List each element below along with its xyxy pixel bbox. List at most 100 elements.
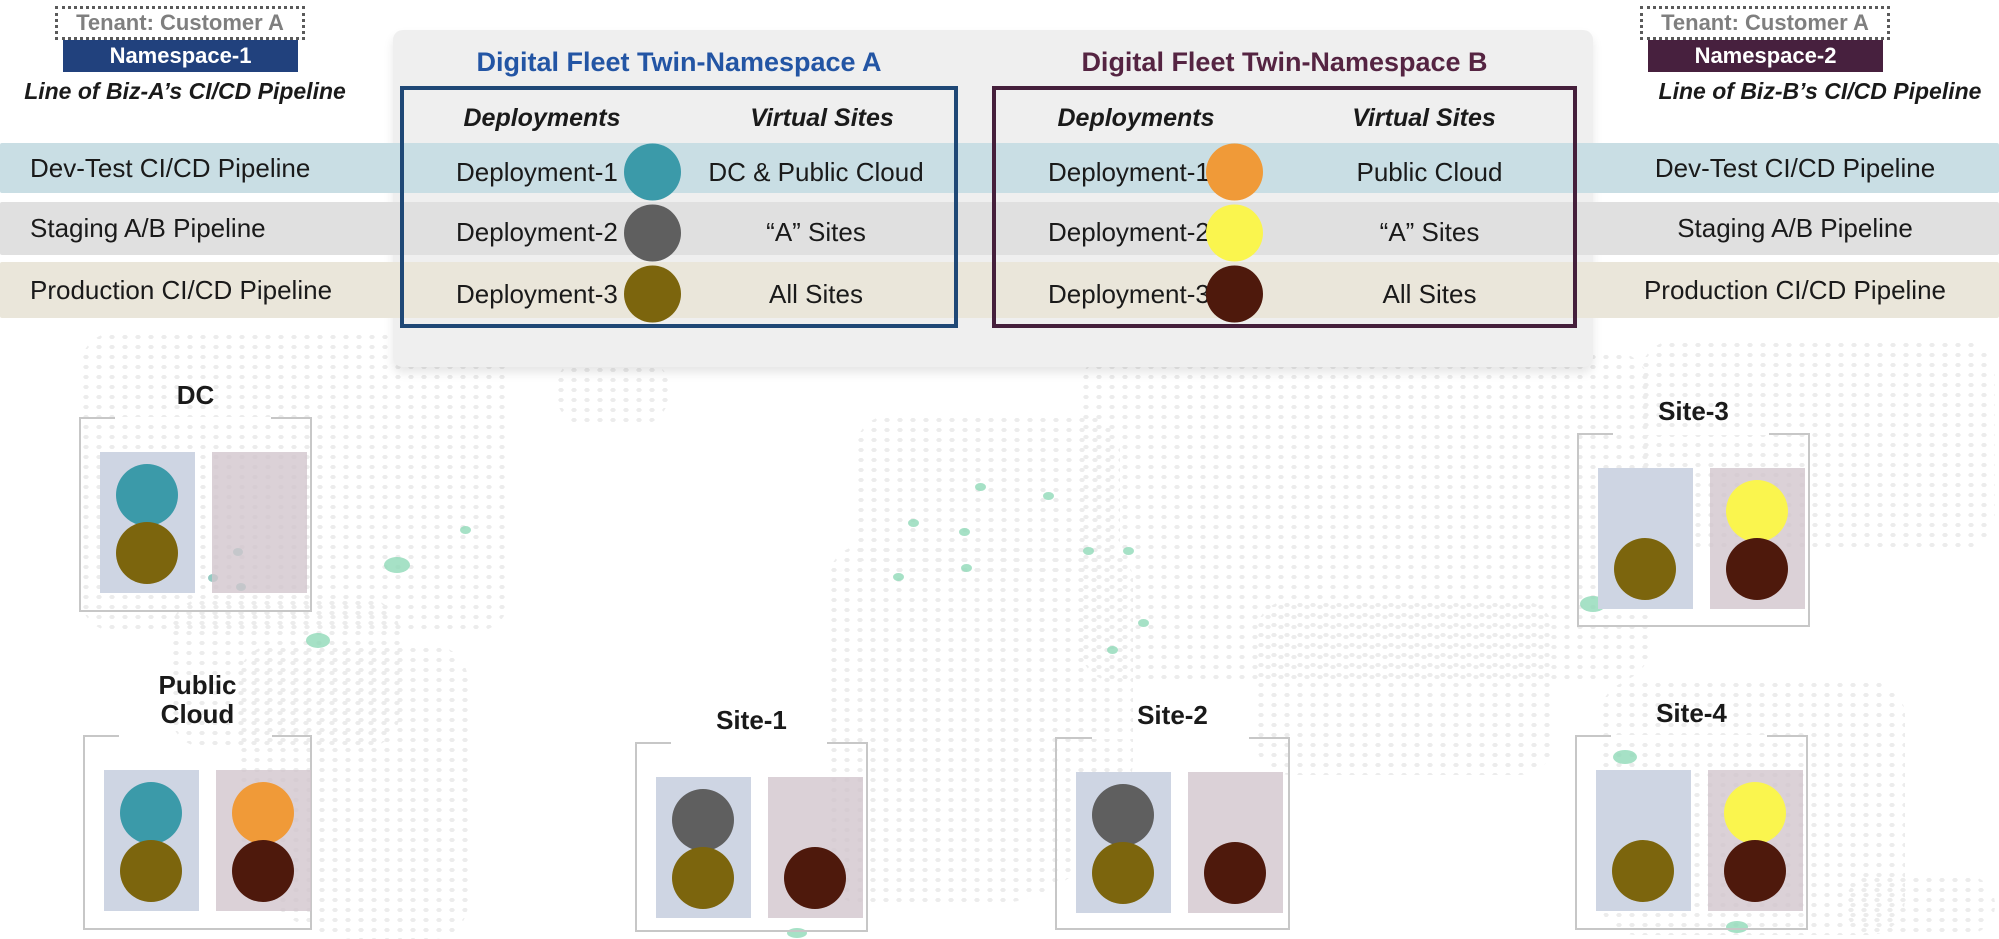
rack-namespace-b bbox=[1708, 770, 1803, 911]
panel-b-title: Digital Fleet Twin-Namespace B bbox=[1081, 47, 1488, 77]
deployment-label: Deployment-3 bbox=[456, 279, 618, 309]
map-patch-islands bbox=[1845, 875, 1995, 935]
namespace-b-box: Deployments Virtual Sites Deployment-1 P… bbox=[992, 86, 1577, 328]
deployment-3-dot bbox=[624, 265, 681, 323]
pipeline-row-dev-test-left: Dev-Test CI/CD Pipeline bbox=[30, 153, 311, 183]
virtual-sites-value: “A” Sites bbox=[766, 217, 866, 247]
virtual-sites-value: Public Cloud bbox=[1356, 157, 1503, 187]
deployment-row: Deployment-1 Public Cloud bbox=[996, 143, 1573, 201]
site-label-site-3: Site-3 bbox=[1658, 396, 1729, 426]
map-accent-dot bbox=[1083, 547, 1094, 555]
rack-namespace-b bbox=[1188, 772, 1283, 913]
map-patch-southeast-asia bbox=[1255, 600, 1555, 775]
map-accent-dot bbox=[1613, 750, 1637, 764]
map-accent-dot bbox=[975, 483, 986, 491]
deployment-row: Deployment-2 “A” Sites bbox=[996, 204, 1573, 261]
namespace-2-label: Namespace-2 bbox=[1694, 43, 1837, 68]
deployment-row: Deployment-1 DC & Public Cloud bbox=[404, 143, 954, 201]
deployment-dot-yellow bbox=[1726, 480, 1788, 542]
deployment-dot-olive bbox=[672, 847, 734, 909]
tenant-box-left: Tenant: Customer A bbox=[55, 6, 305, 40]
rack-namespace-a bbox=[1598, 468, 1693, 609]
rack-namespace-a bbox=[104, 770, 199, 911]
deployment-dot-yellow bbox=[1724, 782, 1786, 844]
panel-a-header: Deployments Virtual Sites bbox=[404, 90, 954, 147]
rack-namespace-a bbox=[1596, 770, 1691, 911]
deployment-dot-maroon bbox=[232, 840, 294, 902]
namespace-2-bar: Namespace-2 bbox=[1648, 40, 1883, 72]
deployment-row: Deployment-2 “A” Sites bbox=[404, 204, 954, 261]
map-accent-dot bbox=[961, 564, 972, 572]
namespace-a-box: Deployments Virtual Sites Deployment-1 D… bbox=[400, 86, 958, 328]
tenant-label-right: Tenant: Customer A bbox=[1661, 10, 1869, 35]
deployment-dot-gray bbox=[672, 789, 734, 851]
deployment-label: Deployment-2 bbox=[1048, 217, 1210, 247]
map-accent-dot bbox=[893, 573, 904, 581]
deployment-1-dot bbox=[1206, 143, 1263, 201]
virtual-sites-header: Virtual Sites bbox=[750, 104, 894, 132]
map-accent-dot bbox=[1107, 646, 1118, 654]
namespace-1-bar: Namespace-1 bbox=[63, 40, 298, 72]
deployments-header: Deployments bbox=[1057, 104, 1215, 132]
site-label-site-1: Site-1 bbox=[716, 705, 787, 735]
panel-a-title: Digital Fleet Twin-Namespace A bbox=[476, 47, 882, 77]
band-dev-test bbox=[0, 143, 1999, 193]
site-frame-site-4: Site-4 bbox=[1575, 698, 1808, 930]
deployment-label: Deployment-1 bbox=[456, 157, 618, 187]
rack-namespace-b bbox=[1710, 468, 1805, 609]
rack-namespace-b bbox=[212, 452, 307, 593]
deployment-1-dot bbox=[624, 143, 681, 201]
deployment-dot-maroon bbox=[1724, 840, 1786, 902]
deployment-label: Deployment-2 bbox=[456, 217, 618, 247]
band-production bbox=[0, 262, 1999, 318]
map-accent-dot bbox=[787, 928, 807, 938]
line-of-biz-a-title: Line of Biz-A’s CI/CD Pipeline bbox=[24, 78, 346, 104]
pipeline-row-production-left: Production CI/CD Pipeline bbox=[30, 275, 333, 305]
map-patch-greenland bbox=[555, 355, 670, 427]
tenant-label-left: Tenant: Customer A bbox=[76, 10, 284, 35]
deployment-row: Deployment-3 All Sites bbox=[996, 265, 1573, 323]
rack-namespace-a bbox=[656, 777, 751, 918]
virtual-sites-header: Virtual Sites bbox=[1352, 104, 1496, 132]
virtual-sites-value: All Sites bbox=[1382, 279, 1477, 309]
pipeline-row-production-right: Production CI/CD Pipeline bbox=[1643, 275, 1947, 305]
deployment-3-dot bbox=[1206, 265, 1263, 323]
deployment-dot-teal bbox=[120, 782, 182, 844]
pipeline-row-staging-left: Staging A/B Pipeline bbox=[30, 213, 266, 243]
deployment-dot-olive bbox=[1614, 538, 1676, 600]
rack-namespace-a bbox=[100, 452, 195, 593]
pipeline-row-staging-right: Staging A/B Pipeline bbox=[1677, 213, 1913, 243]
map-accent-dot bbox=[384, 557, 410, 573]
deployment-dot-olive bbox=[116, 522, 178, 584]
map-accent-dot bbox=[1726, 921, 1748, 933]
deployment-label: Deployment-3 bbox=[1048, 279, 1210, 309]
deployment-dot-gray bbox=[1092, 784, 1154, 846]
rack-namespace-a bbox=[1076, 772, 1171, 913]
site-frame-site-3: Site-3 bbox=[1577, 396, 1810, 627]
deployment-dot-orange bbox=[232, 782, 294, 844]
virtual-sites-value: All Sites bbox=[769, 279, 863, 309]
deployments-header: Deployments bbox=[463, 104, 621, 132]
site-label-dc: DC bbox=[176, 380, 215, 410]
map-accent-dot bbox=[908, 519, 919, 527]
panel-b-header: Deployments Virtual Sites bbox=[996, 90, 1573, 147]
site-label-site-2: Site-2 bbox=[1137, 700, 1208, 730]
deployment-dot-olive bbox=[1092, 842, 1154, 904]
virtual-sites-value: DC & Public Cloud bbox=[708, 157, 924, 187]
deployment-dot-olive bbox=[120, 840, 182, 902]
virtual-sites-value: “A” Sites bbox=[1379, 217, 1480, 247]
map-accent-dot bbox=[1123, 547, 1134, 555]
site-frame-public-cloud: Public Cloud bbox=[83, 670, 312, 930]
site-frame-dc: DC bbox=[79, 380, 312, 612]
deployment-row: Deployment-3 All Sites bbox=[404, 265, 954, 323]
deployment-dot-maroon bbox=[784, 847, 846, 909]
deployment-dot-olive bbox=[1612, 840, 1674, 902]
deployment-2-dot bbox=[1206, 204, 1263, 261]
map-accent-dot bbox=[959, 528, 970, 536]
map-accent-dot bbox=[1138, 619, 1149, 627]
map-accent-dot bbox=[306, 633, 330, 648]
namespace-1-label: Namespace-1 bbox=[109, 43, 252, 68]
deployment-dot-teal bbox=[116, 464, 178, 526]
site-frame-site-2: Site-2 bbox=[1055, 700, 1290, 930]
